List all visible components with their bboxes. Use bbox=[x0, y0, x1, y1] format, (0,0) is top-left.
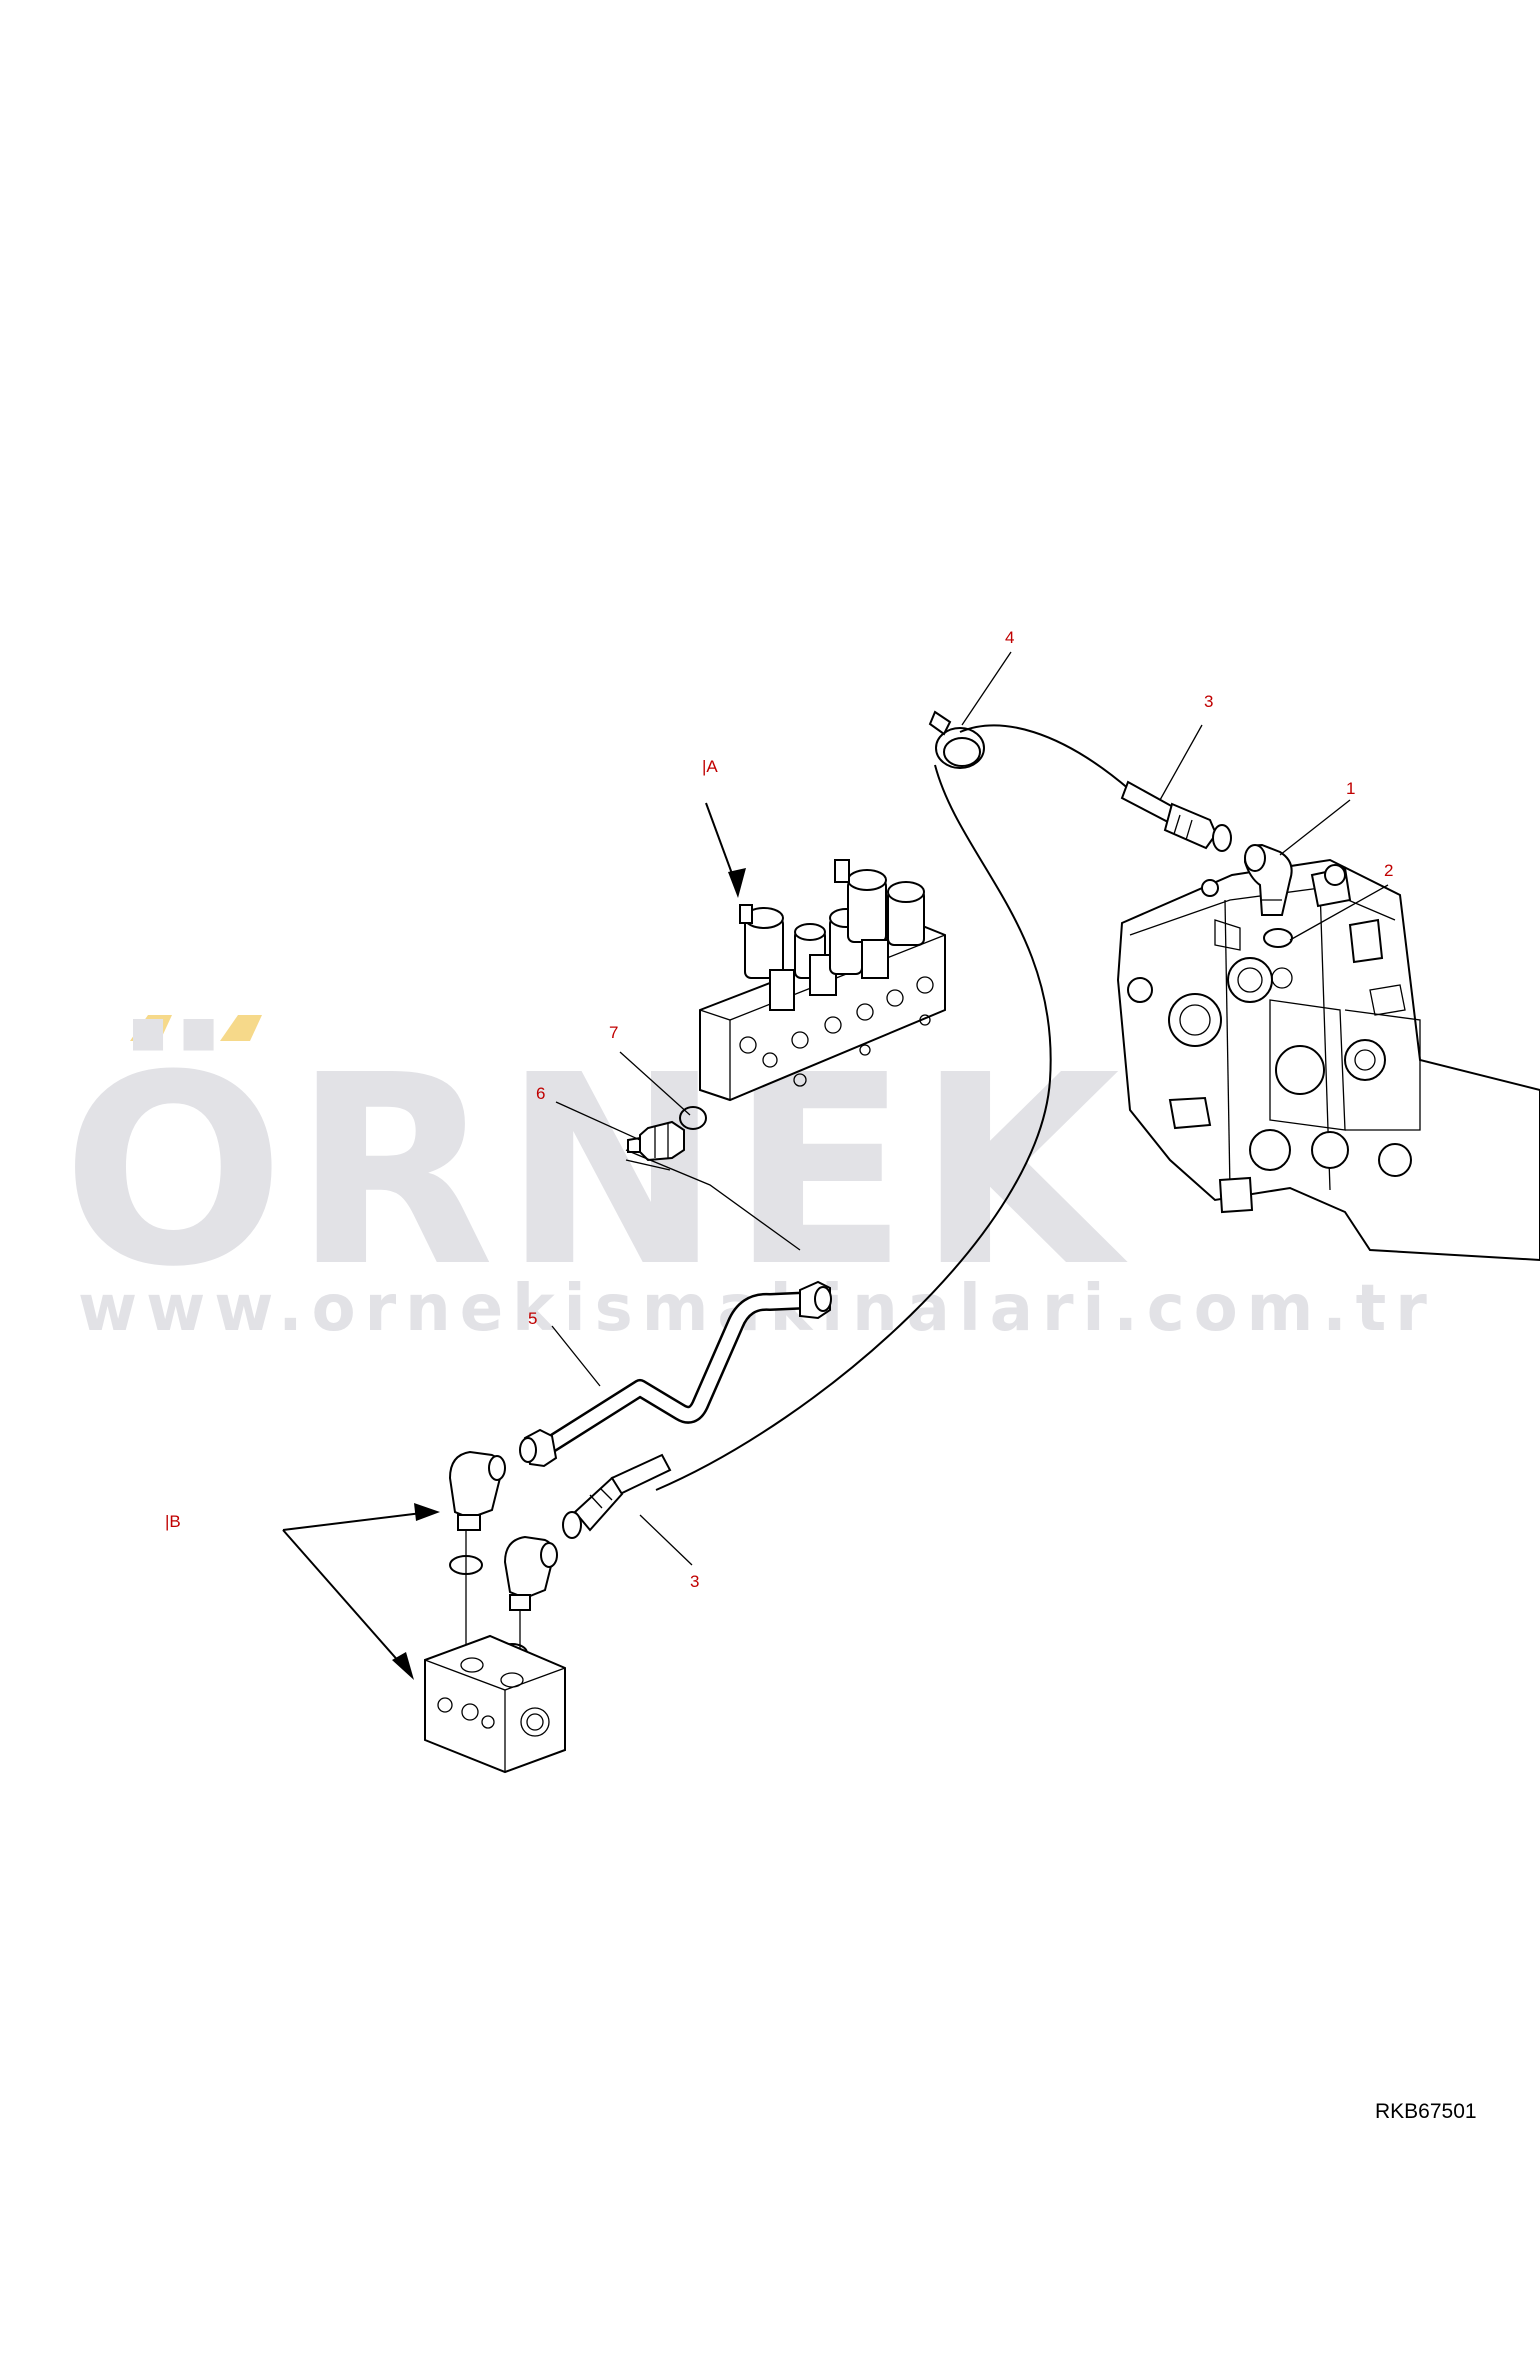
hose-clamp-4 bbox=[928, 710, 985, 769]
callouts: 1 2 3 3 4 5 6 7 |A |B bbox=[165, 628, 1393, 1591]
callout-5: 5 bbox=[528, 1309, 537, 1328]
document-id: RKB67501 bbox=[1375, 2100, 1477, 2123]
leader-lines bbox=[551, 651, 1389, 1566]
watermark-accent-right bbox=[220, 1015, 262, 1041]
elbow-fitting-1 bbox=[1243, 843, 1293, 916]
view-reference-a: |A bbox=[702, 757, 718, 776]
manifold-block-b bbox=[424, 1634, 566, 1774]
callout-7: 7 bbox=[609, 1023, 618, 1042]
callout-3-bottom: 3 bbox=[690, 1572, 699, 1591]
connection-line-6-to-5 bbox=[625, 1149, 801, 1251]
callout-2: 2 bbox=[1384, 861, 1393, 880]
callout-1: 1 bbox=[1346, 779, 1355, 798]
main-control-valve bbox=[1116, 858, 1540, 1262]
rigid-tube-5 bbox=[519, 1280, 832, 1468]
reference-arrow-a bbox=[705, 802, 746, 898]
hose-3 bbox=[562, 724, 1232, 1539]
elbow-fitting-lower-b bbox=[503, 1535, 558, 1611]
solenoid-valve-block-a bbox=[699, 859, 946, 1102]
reference-arrows-b bbox=[282, 1503, 440, 1680]
callout-4: 4 bbox=[1005, 628, 1014, 647]
watermark-brand: ÖRNEK bbox=[62, 1016, 1130, 1324]
view-reference-b: |B bbox=[165, 1512, 181, 1531]
callout-3-top: 3 bbox=[1204, 692, 1213, 711]
elbow-fitting-upper-b bbox=[448, 1450, 506, 1531]
watermark-accent-left bbox=[130, 1015, 172, 1041]
callout-6: 6 bbox=[536, 1084, 545, 1103]
o-ring-7 bbox=[679, 1106, 707, 1130]
watermark: ÖRNEK www.ornekismakinalari.com.tr bbox=[62, 1015, 1427, 1346]
o-ring-2 bbox=[1263, 928, 1293, 948]
